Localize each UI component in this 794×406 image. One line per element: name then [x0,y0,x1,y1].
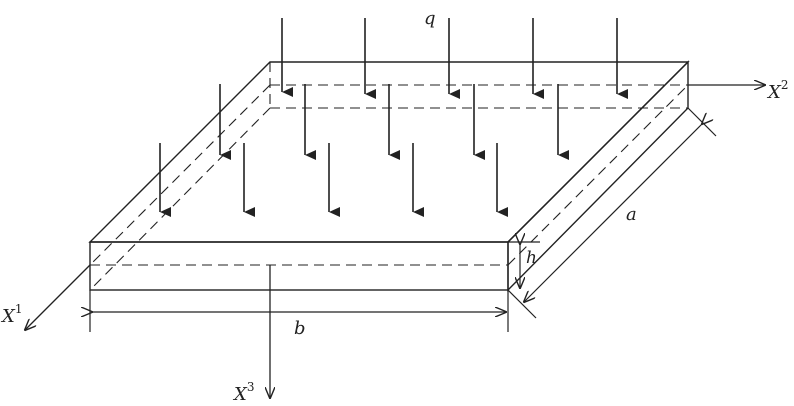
axis-x1-line [25,264,91,330]
axis-x2-label: X2 [766,78,788,103]
dimension-b-label: b [294,318,306,339]
dimension-a-label: a [626,204,637,225]
dimension-h-label: h [526,248,537,268]
load-arrows [159,18,628,217]
axes [25,85,765,398]
plate-front-face [89,241,509,291]
dimension-a [507,107,717,319]
dimension-b [90,290,509,332]
axis-x3-label: X3 [232,380,254,405]
dimension-h [508,242,540,288]
load-label: q [424,8,436,29]
axis-x1-label: X1 [0,302,22,327]
